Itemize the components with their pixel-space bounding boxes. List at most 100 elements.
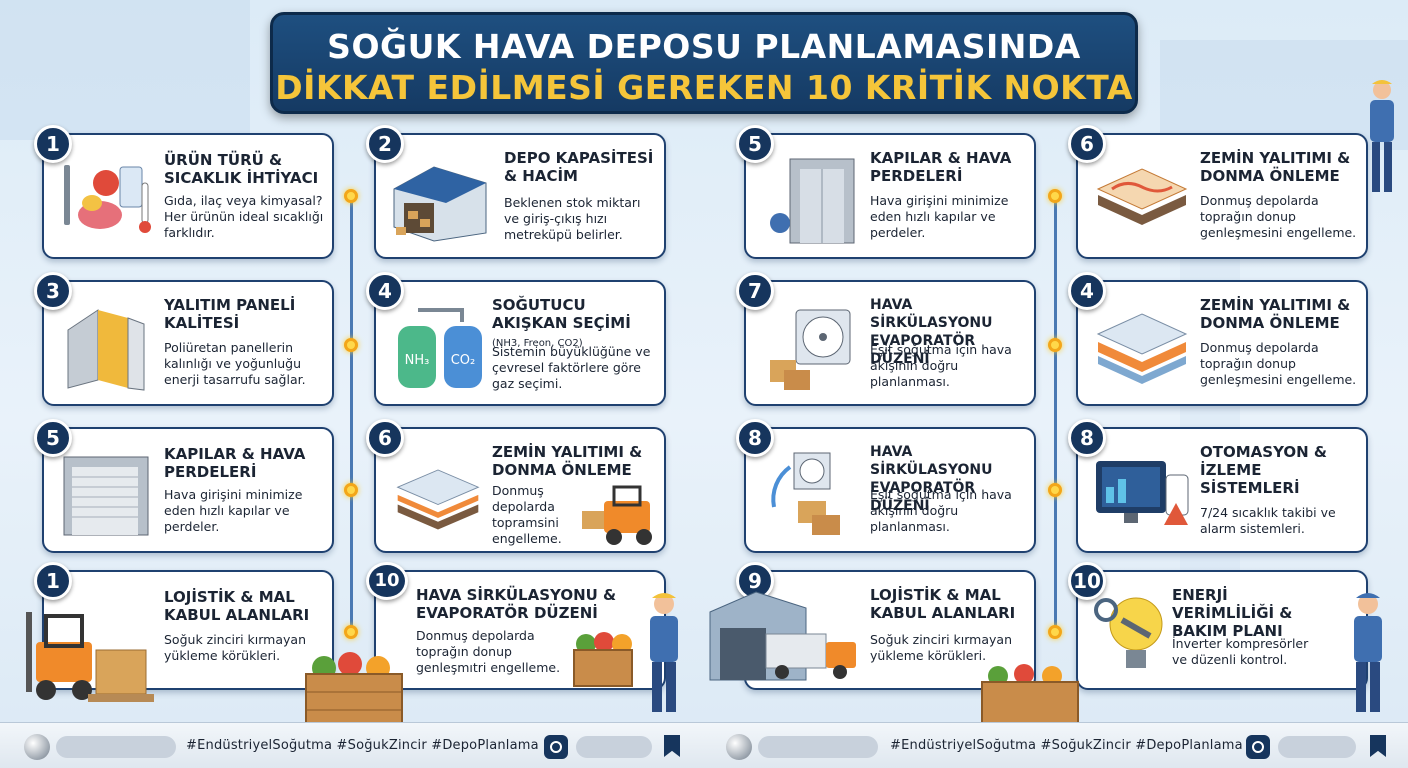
placeholder-pill xyxy=(56,736,176,758)
card-body: Donmuş depolarda toprağın donup genleşme… xyxy=(1200,340,1357,387)
card-body: Donmuş depolarda toprağın donup genleşmı… xyxy=(416,628,561,675)
food-thermometer-icon xyxy=(64,165,151,233)
card-evaporator: 7 HAVA SİRKÜLASYONU EVAPORATÖR DÜZENİ Eş… xyxy=(736,272,1036,406)
footer-bar: #EndüstriyelSoğutma #SoğukZincir #DepoPl… xyxy=(0,722,1408,768)
card-title: SOĞUTUCU AKIŞKAN SEÇİMİ (NH3, Freon, CO2… xyxy=(492,296,631,349)
card-floor-insulation: 6 ZEMİN YALITIMI & DONMA ÖNLEME Donmuş d… xyxy=(366,419,666,553)
card-body: İnverter kompresörler ve düzenli kontrol… xyxy=(1172,636,1309,667)
placeholder-pill xyxy=(1278,736,1356,758)
warehouse-icon xyxy=(393,166,487,242)
card-number: 5 xyxy=(736,125,774,163)
card-number: 10 xyxy=(366,562,408,600)
footer-hashtags: #EndüstriyelSoğutma #SoğukZincir #DepoPl… xyxy=(890,738,1243,753)
card-number: 8 xyxy=(736,419,774,457)
insulation-panel-icon xyxy=(67,309,145,391)
card-body: Beklenen stok miktarı ve giriş-çıkış hız… xyxy=(504,195,641,242)
card-number: 4 xyxy=(1068,272,1106,310)
worker-icon xyxy=(1354,593,1382,712)
card-number: 7 xyxy=(736,272,774,310)
card-number: 6 xyxy=(366,419,404,457)
card-floor-right: 6 ZEMİN YALITIMI & DONMA ÖNLEME Donmuş d… xyxy=(1068,125,1368,259)
evaporator-fan-icon xyxy=(770,309,851,390)
worker-icon xyxy=(1370,80,1394,192)
timeline-dot xyxy=(1048,338,1062,352)
card-title: HAVA SİRKÜLASYONU EVAPORATÖR DÜZENİ xyxy=(870,297,993,367)
bookmark-icon[interactable] xyxy=(664,735,680,757)
page-subtitle: DİKKAT EDİLMESİ GEREKEN 10 KRİTİK NOKTA xyxy=(275,68,1133,107)
roller-door-icon xyxy=(63,456,149,536)
timeline-dot xyxy=(344,338,358,352)
vegetable-crate-icon xyxy=(305,652,403,729)
card-body: Sistemin büyüklüğüne ve çevresel faktörl… xyxy=(492,344,651,391)
card-title: KAPILAR & HAVA PERDELERİ xyxy=(870,149,1012,185)
timeline-dot xyxy=(344,483,358,497)
card-number: 2 xyxy=(366,125,404,163)
worker-icon xyxy=(650,593,678,712)
gas-cylinders-icon: NH₃ CO₂ xyxy=(398,308,482,388)
truck-dock-icon xyxy=(709,591,856,681)
card-body: Soğuk zinciri kırmayan yükleme körükleri… xyxy=(164,632,306,663)
card-automation: 8 OTOMASYON & İZLEME SİSTEMLERİ 7/24 sıc… xyxy=(1068,419,1368,553)
placeholder-pill xyxy=(758,736,878,758)
card-product-type: 1 ÜRÜN TÜRÜ & SICAKLIK İHTİYACI Gıda, il… xyxy=(34,125,334,259)
floor-layers-icon xyxy=(1096,313,1188,384)
card-capacity: 2 DEPO KAPASİTESİ & HACİM Beklenen stok … xyxy=(366,125,666,259)
page-title: SOĞUK HAVA DEPOSU PLANLAMASINDA xyxy=(327,27,1081,66)
nh3-label: NH₃ xyxy=(405,353,430,368)
monitor-dashboard-icon xyxy=(1096,461,1189,525)
instagram-icon[interactable] xyxy=(544,735,568,759)
card-evaporator-2: 8 HAVA SİRKÜLASYONU EVAPORATÖR DÜZENİ Eş… xyxy=(736,419,1036,553)
card-title: ENERJİ VERİMLİLİĞİ & BAKIM PLANI xyxy=(1172,586,1293,640)
card-body: Eşit soğutma için hava akışının doğru pl… xyxy=(870,487,1012,534)
card-body: Hava girişini minimize eden hızlı kapıla… xyxy=(870,193,1009,240)
floor-heating-icon xyxy=(1096,168,1188,225)
lightbulb-wrench-icon xyxy=(1094,597,1163,668)
card-refrigerant: 4 NH₃ CO₂ SOĞUTUCU AKIŞKAN SEÇİMİ (NH3, … xyxy=(366,272,666,406)
card-title: ZEMİN YALITIMI & DONMA ÖNLEME xyxy=(1200,296,1351,332)
card-number: 1 xyxy=(34,125,72,163)
card-number: 8 xyxy=(1068,419,1106,457)
fast-door-icon xyxy=(770,158,855,244)
vegetable-crate-icon xyxy=(981,664,1079,725)
card-title: OTOMASYON & İZLEME SİSTEMLERİ xyxy=(1200,443,1328,497)
card-energy: 10 ENERJİ VERİMLİLİĞİ & BAKIM PLANI İnve… xyxy=(1068,562,1368,690)
card-title: KAPILAR & HAVA PERDELERİ xyxy=(164,445,306,481)
timeline-dot xyxy=(1048,625,1062,639)
bookmark-icon[interactable] xyxy=(1370,735,1386,757)
card-number: 3 xyxy=(34,272,72,310)
co2-label: CO₂ xyxy=(451,353,476,368)
card-title: ZEMİN YALITIMI & DONMA ÖNLEME xyxy=(1200,149,1351,185)
card-body: Poliüretan panellerin kalınlığı ve yoğun… xyxy=(164,340,306,387)
avatar xyxy=(24,734,50,760)
card-doors-right: 5 KAPILAR & HAVA PERDELERİ Hava girişini… xyxy=(736,125,1036,259)
timeline-dot xyxy=(344,189,358,203)
timeline-dot xyxy=(344,625,358,639)
footer-hashtags: #EndüstriyelSoğutma #SoğukZincir #DepoPl… xyxy=(186,738,539,753)
card-title: YALITIM PANELİ KALİTESİ xyxy=(164,296,296,332)
card-title: LOJİSTİK & MAL KABUL ALANLARI xyxy=(870,586,1016,622)
card-number: 4 xyxy=(366,272,404,310)
card-floor-right-2: 4 ZEMİN YALITIMI & DONMA ÖNLEME Donmuş d… xyxy=(1068,272,1368,406)
instagram-icon[interactable] xyxy=(1246,735,1270,759)
card-doors: 5 KAPILAR & HAVA PERDELERİ Hava girişini… xyxy=(34,419,334,553)
card-body: Hava girişini minimize eden hızlı kapıla… xyxy=(164,487,303,534)
card-title: ÜRÜN TÜRÜ & SICAKLIK İHTİYACI xyxy=(164,151,319,187)
forklift-icon xyxy=(26,612,154,702)
timeline-dot xyxy=(1048,483,1062,497)
timeline-right xyxy=(1054,190,1057,635)
card-title: HAVA SİRKÜLASYONU EVAPORATÖR DÜZENİ xyxy=(870,444,993,514)
card-number: 5 xyxy=(34,419,72,457)
card-body: 7/24 sıcaklık takibi ve alarm sistemleri… xyxy=(1200,505,1336,536)
timeline-dot xyxy=(1048,189,1062,203)
card-title: ZEMİN YALITIMI & DONMA ÖNLEME xyxy=(492,443,643,479)
title-banner: SOĞUK HAVA DEPOSU PLANLAMASINDA DİKKAT E… xyxy=(270,12,1138,114)
card-body: Eşit soğutma için hava akışının doğru pl… xyxy=(870,342,1012,389)
card-body: Soğuk zinciri kırmayan yükleme körükleri… xyxy=(870,632,1012,663)
card-title: DEPO KAPASİTESİ & HACİM xyxy=(504,149,654,185)
avatar xyxy=(726,734,752,760)
forklift-icon xyxy=(582,485,652,545)
card-body: Donmuş depolarda toprağın donup genleşme… xyxy=(1200,193,1357,240)
card-number: 6 xyxy=(1068,125,1106,163)
timeline-left xyxy=(350,190,353,635)
card-title: HAVA SİRKÜLASYONU & EVAPORATÖR DÜZENİ xyxy=(416,586,617,622)
